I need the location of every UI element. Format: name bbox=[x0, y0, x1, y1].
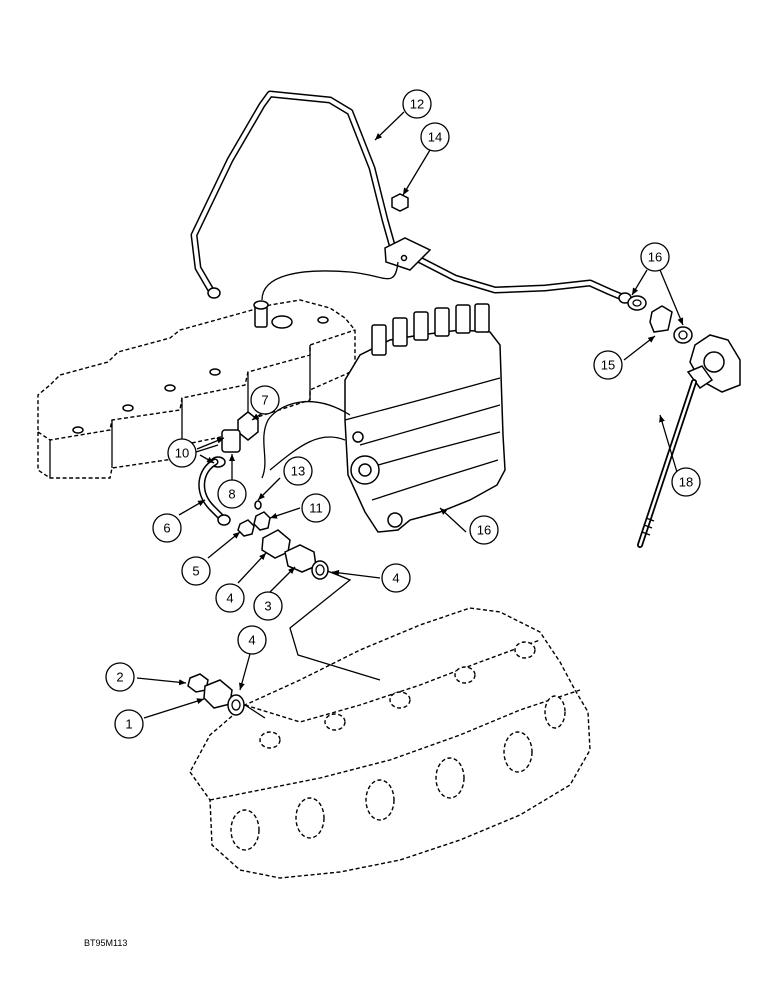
callout-12: 12 bbox=[402, 89, 432, 119]
sleeve-15 bbox=[649, 305, 673, 333]
callout-2: 2 bbox=[105, 662, 135, 692]
callout-1: 1 bbox=[114, 709, 144, 739]
svg-text:1: 1 bbox=[125, 717, 132, 732]
washer-13 bbox=[254, 500, 262, 510]
callout-7: 6 bbox=[152, 513, 182, 543]
tube-bracket bbox=[384, 237, 432, 271]
svg-text:10: 10 bbox=[175, 446, 189, 461]
svg-text:15: 15 bbox=[601, 358, 615, 373]
callout-5: 4 bbox=[215, 583, 245, 613]
svg-text:5: 5 bbox=[192, 564, 199, 579]
svg-text:12: 12 bbox=[410, 97, 424, 112]
callout-6: 5 bbox=[181, 556, 211, 586]
svg-text:13: 13 bbox=[291, 464, 305, 479]
svg-text:4: 4 bbox=[248, 633, 255, 648]
adapter-3 bbox=[284, 544, 317, 573]
callout-4-upper: 4 bbox=[381, 563, 411, 593]
callout-15: 15 bbox=[593, 350, 623, 380]
callout-3: 3 bbox=[253, 591, 283, 621]
cylinder-head bbox=[189, 607, 591, 879]
bracket-nut bbox=[391, 193, 409, 212]
svg-text:7: 7 bbox=[261, 393, 268, 408]
callout-17: 16 bbox=[469, 515, 499, 545]
tube-end-fitting bbox=[207, 287, 221, 299]
svg-text:4: 4 bbox=[392, 571, 399, 586]
callout-16: 16 bbox=[640, 242, 670, 272]
fitting-11 bbox=[253, 511, 271, 531]
fitting-9 bbox=[221, 429, 241, 453]
callout-8: 7 bbox=[250, 385, 280, 415]
o-ring-4-lower bbox=[227, 694, 245, 716]
return-line-upper bbox=[261, 261, 399, 301]
svg-text:2: 2 bbox=[116, 670, 123, 685]
callout-10: 10 bbox=[167, 438, 197, 468]
svg-text:16: 16 bbox=[648, 250, 662, 265]
callout-4-lower: 4 bbox=[237, 625, 267, 655]
svg-text:4: 4 bbox=[226, 591, 233, 606]
valve-cover bbox=[37, 299, 356, 479]
svg-text:18: 18 bbox=[679, 475, 693, 490]
callout-13: 13 bbox=[283, 456, 313, 486]
callout-14: 14 bbox=[420, 122, 450, 152]
callout-18: 18 bbox=[671, 467, 701, 497]
plug-6 bbox=[237, 519, 255, 537]
callout-11: 11 bbox=[301, 493, 331, 523]
o-ring-16-left bbox=[627, 295, 647, 311]
o-ring-16-right bbox=[673, 326, 693, 344]
figure-reference-code: BT95M113 bbox=[84, 938, 127, 948]
callout-9: 8 bbox=[217, 479, 247, 509]
o-ring-4-upper bbox=[311, 560, 329, 580]
leader-lines bbox=[136, 111, 684, 719]
leader-line-head bbox=[289, 567, 381, 681]
return-line-pump bbox=[261, 401, 351, 479]
svg-text:11: 11 bbox=[309, 501, 323, 516]
injection-pump bbox=[344, 303, 506, 533]
svg-text:3: 3 bbox=[264, 599, 271, 614]
svg-text:16: 16 bbox=[477, 523, 491, 538]
svg-text:14: 14 bbox=[428, 130, 442, 145]
svg-text:8: 8 bbox=[228, 487, 235, 502]
svg-text:6: 6 bbox=[163, 521, 170, 536]
